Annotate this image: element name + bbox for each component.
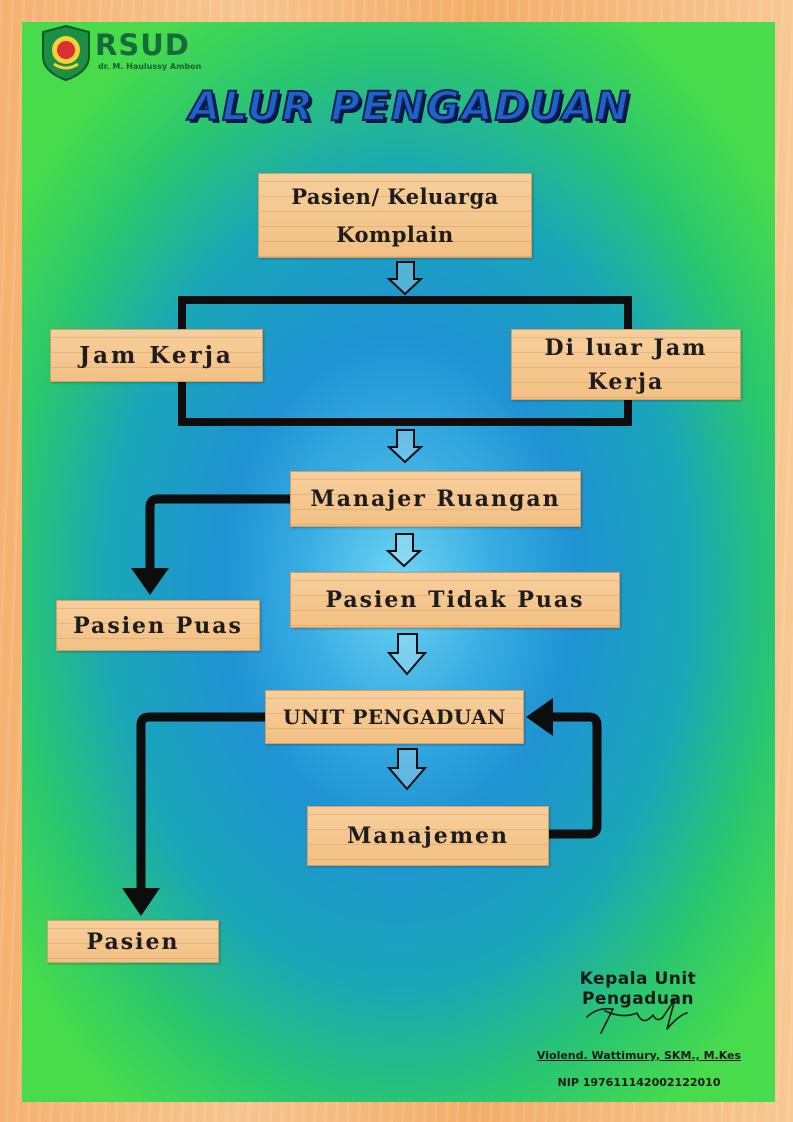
signature-title: Kepala Unit Pengaduan (579, 969, 697, 1009)
connector-to-pasien-puas (145, 494, 297, 577)
box-manajer-ruangan: Manajer Ruangan (290, 471, 581, 527)
down-arrow-2-icon (386, 429, 424, 464)
down-arrow-4-icon (386, 633, 428, 676)
handwritten-signature (586, 998, 688, 1034)
signature-nip: NIP 197611142002122010 (557, 1076, 721, 1089)
signature-name: Violend. Wattimury, SKM., M.Kes (536, 1049, 742, 1062)
box-manajemen: Manajemen (307, 806, 549, 866)
box-pasien-tidak-puas: Pasien Tidak Puas (290, 572, 620, 628)
page-title: ALUR PENGADUAN (188, 83, 631, 131)
arrowhead-pasien-puas (131, 568, 169, 595)
down-arrow-1-icon (386, 261, 424, 296)
rsud-shield-icon (42, 24, 90, 82)
box-pasien: Pasien (47, 920, 219, 963)
box-pasien-keluarga-komplain: Pasien/ Keluarga Komplain (258, 173, 532, 258)
box-di-luar-jam-kerja: Di luar Jam Kerja (511, 329, 741, 400)
arrowhead-pasien (122, 888, 160, 916)
box-unit-pengaduan: UNIT PENGADUAN (265, 690, 524, 744)
logo-name: RSUD (95, 28, 190, 62)
logo-subtitle: dr. M. Haulussy Ambon (98, 62, 202, 71)
connector-to-pasien (136, 712, 273, 897)
connector-manajemen-loop (543, 712, 602, 839)
down-arrow-3-icon (385, 533, 423, 568)
box-jam-kerja: Jam Kerja (50, 329, 263, 382)
box-pasien-puas: Pasien Puas (56, 600, 260, 651)
arrowhead-unit-pengaduan (526, 698, 553, 736)
down-arrow-5-icon (386, 748, 428, 791)
